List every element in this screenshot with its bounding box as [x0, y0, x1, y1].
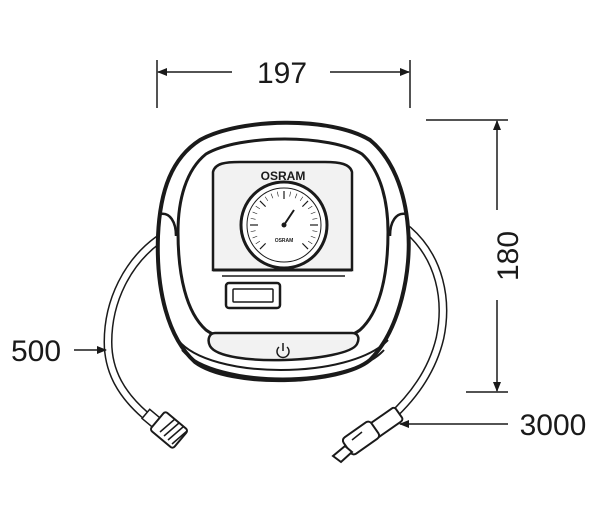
gauge-tick [289, 191, 291, 197]
gauge-tick [307, 205, 313, 210]
hose-length-dimension: 500 [11, 335, 107, 368]
gauge-tick [294, 193, 298, 199]
digital-display [224, 281, 282, 310]
gauge-tick [299, 196, 304, 202]
gauge-tick [250, 218, 256, 220]
cable-length-label: 3000 [520, 409, 587, 442]
power-cable [331, 225, 448, 464]
gauge-tick [312, 218, 318, 220]
pressure-gauge: OSRAM [239, 180, 329, 270]
gauge-tick [301, 242, 309, 250]
width-dimension: 197 [156, 57, 411, 108]
gauge-tick [259, 242, 267, 250]
gauge-tick [307, 240, 313, 245]
hose-nozzle [140, 408, 188, 449]
gauge-tick [310, 211, 316, 215]
width-label: 197 [257, 57, 307, 90]
gauge-tick [264, 196, 269, 202]
power-button-panel[interactable] [207, 331, 360, 362]
power-icon[interactable] [276, 343, 290, 359]
gauge-tick [301, 200, 309, 208]
height-dimension: 180 [426, 119, 525, 393]
gauge-tick [252, 211, 258, 215]
gauge-tick [259, 200, 267, 208]
gauge-tick [270, 193, 274, 199]
gauge-brand: OSRAM [275, 238, 294, 244]
gauge-tick [310, 235, 316, 239]
cigarette-plug [331, 406, 404, 464]
height-label: 180 [492, 231, 525, 281]
gauge-tick [250, 230, 256, 232]
air-hose [103, 235, 188, 449]
brand-logo: OSRAM [261, 169, 306, 183]
gauge-needle [283, 209, 295, 226]
gauge-tick [255, 240, 261, 245]
gauge-tick [255, 205, 261, 210]
cable-length-dimension: 3000 [399, 409, 587, 442]
hose-length-label: 500 [11, 335, 61, 368]
gauge-tick [312, 230, 318, 232]
gauge-tick [252, 235, 258, 239]
gauge-tick [277, 191, 279, 197]
gauge-ticks [250, 191, 318, 250]
